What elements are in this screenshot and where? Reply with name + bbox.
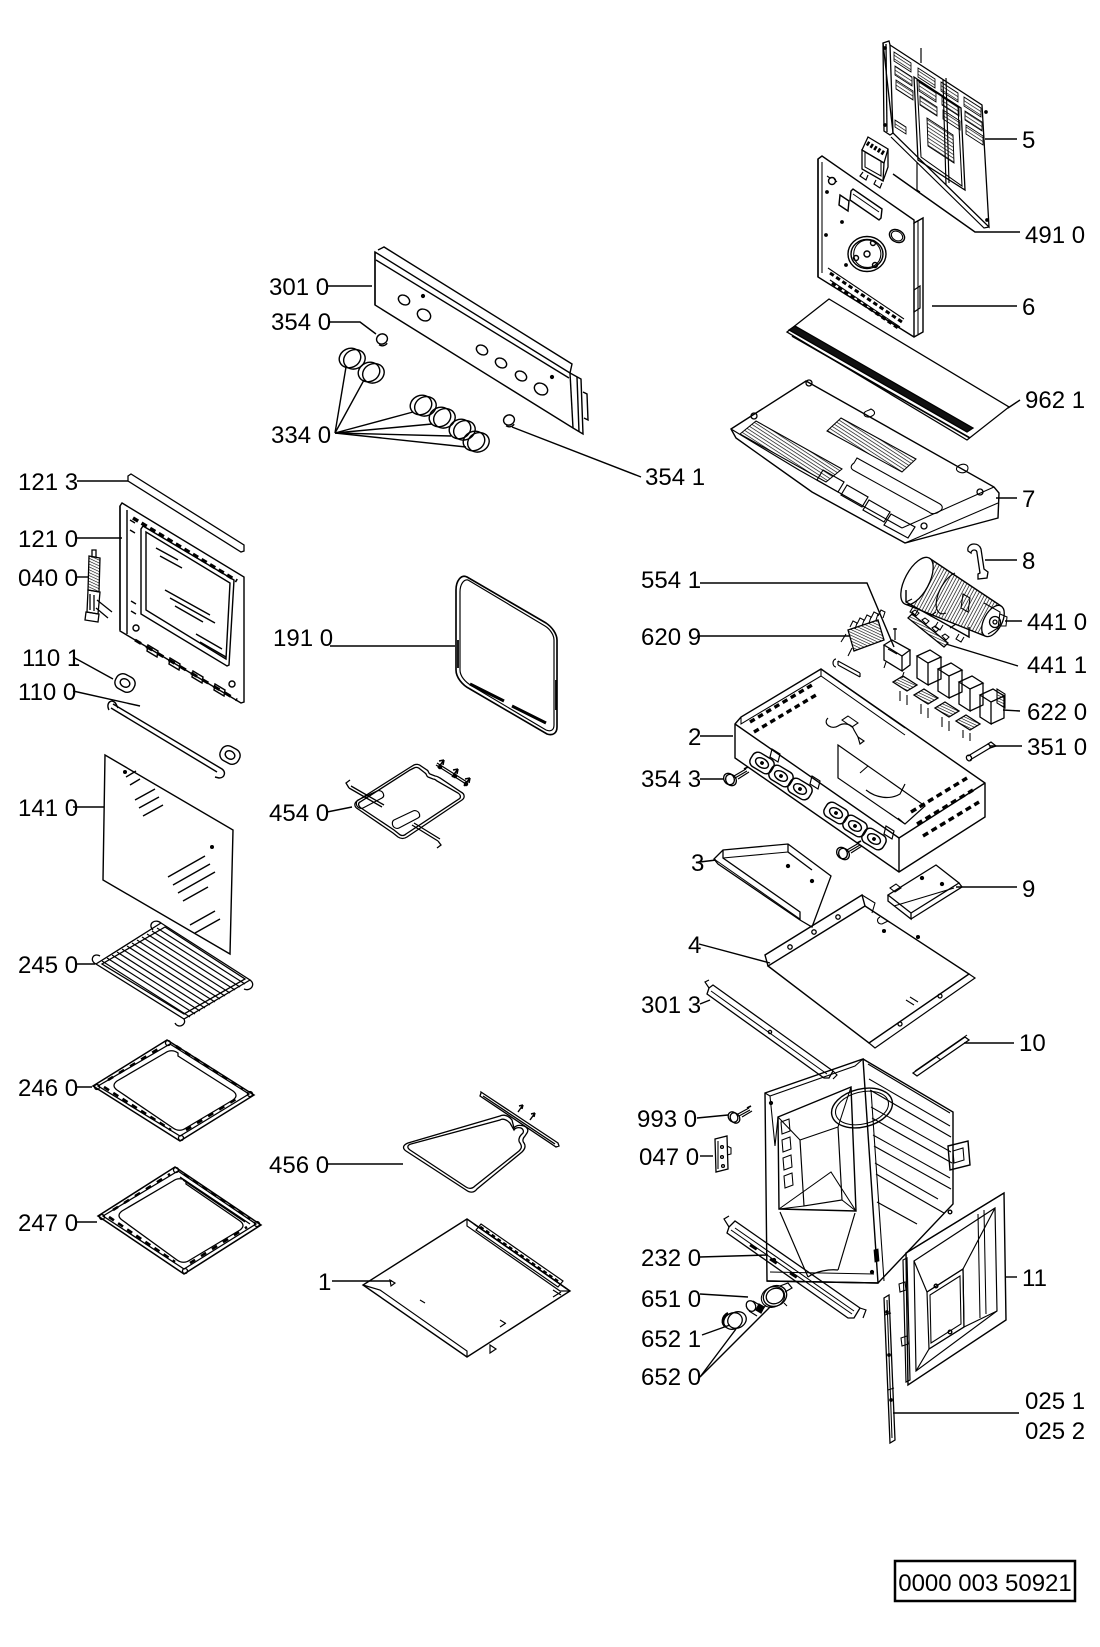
svg-text:962 1: 962 1: [1025, 387, 1085, 414]
svg-text:2: 2: [688, 724, 701, 751]
svg-text:3: 3: [691, 850, 704, 877]
svg-text:456 0: 456 0: [269, 1152, 329, 1179]
svg-text:651 0: 651 0: [641, 1286, 701, 1313]
svg-text:351 0: 351 0: [1027, 734, 1087, 761]
svg-text:993 0: 993 0: [637, 1106, 697, 1133]
svg-text:7: 7: [1022, 486, 1035, 513]
svg-text:0000 003 50921: 0000 003 50921: [898, 1570, 1072, 1597]
svg-text:354 3: 354 3: [641, 766, 701, 793]
svg-text:121 3: 121 3: [18, 469, 78, 496]
svg-text:025 1: 025 1: [1025, 1388, 1085, 1415]
svg-text:10: 10: [1019, 1030, 1046, 1057]
svg-text:301 0: 301 0: [269, 274, 329, 301]
svg-text:11: 11: [1022, 1265, 1047, 1292]
svg-text:121 0: 121 0: [18, 526, 78, 553]
svg-text:040 0: 040 0: [18, 565, 78, 592]
svg-text:110 0: 110 0: [18, 679, 76, 706]
svg-text:354 0: 354 0: [271, 309, 331, 336]
svg-text:334 0: 334 0: [271, 422, 331, 449]
svg-text:232 0: 232 0: [641, 1245, 701, 1272]
svg-text:191 0: 191 0: [273, 625, 333, 652]
svg-text:1: 1: [318, 1269, 331, 1296]
svg-text:5: 5: [1022, 127, 1035, 154]
svg-text:247 0: 247 0: [18, 1210, 78, 1237]
svg-text:245 0: 245 0: [18, 952, 78, 979]
svg-text:652 1: 652 1: [641, 1326, 701, 1353]
svg-text:141 0: 141 0: [18, 795, 78, 822]
svg-text:622 0: 622 0: [1027, 699, 1087, 726]
svg-text:491 0: 491 0: [1025, 222, 1085, 249]
svg-text:246 0: 246 0: [18, 1075, 78, 1102]
svg-text:025 2: 025 2: [1025, 1418, 1085, 1445]
svg-text:8: 8: [1022, 548, 1035, 575]
svg-text:047 0: 047 0: [639, 1144, 699, 1171]
svg-text:620 9: 620 9: [641, 624, 701, 651]
svg-text:301 3: 301 3: [641, 992, 701, 1019]
svg-text:110 1: 110 1: [22, 645, 80, 672]
svg-text:354 1: 354 1: [645, 464, 705, 491]
svg-text:9: 9: [1022, 876, 1035, 903]
svg-text:441 1: 441 1: [1027, 652, 1087, 679]
svg-text:6: 6: [1022, 294, 1035, 321]
svg-text:652 0: 652 0: [641, 1364, 701, 1391]
svg-text:454 0: 454 0: [269, 800, 329, 827]
svg-text:554 1: 554 1: [641, 567, 701, 594]
svg-text:4: 4: [688, 932, 701, 959]
svg-text:441 0: 441 0: [1027, 609, 1087, 636]
